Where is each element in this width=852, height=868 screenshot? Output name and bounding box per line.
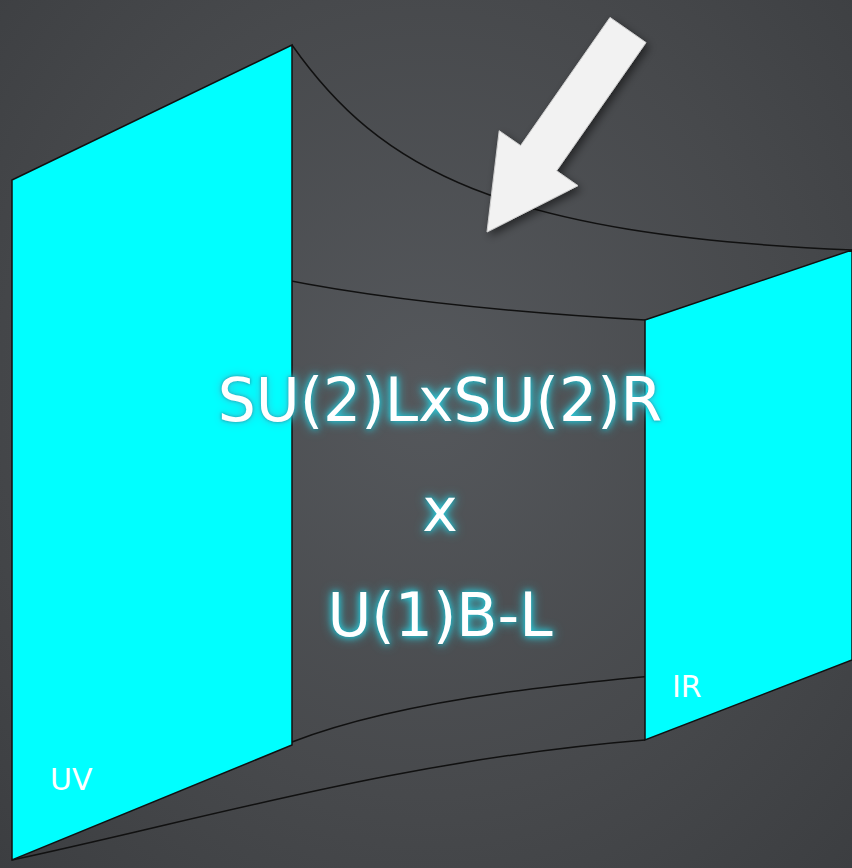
brane-label: IR (672, 672, 702, 702)
symmetry-group: x (40, 480, 840, 540)
brane-plane: IR (645, 250, 852, 740)
symmetry-group: U(1)B-L (40, 585, 840, 645)
brane-shape (12, 45, 292, 860)
pointer-arrow (487, 17, 646, 232)
brane-plane: UV (12, 45, 292, 860)
brane-outline (12, 45, 292, 860)
brane-shape (645, 250, 852, 740)
brane-outline (645, 250, 852, 740)
brane-label: UV (50, 765, 92, 795)
symmetry-group: SU(2)LxSU(2)R (40, 370, 840, 430)
